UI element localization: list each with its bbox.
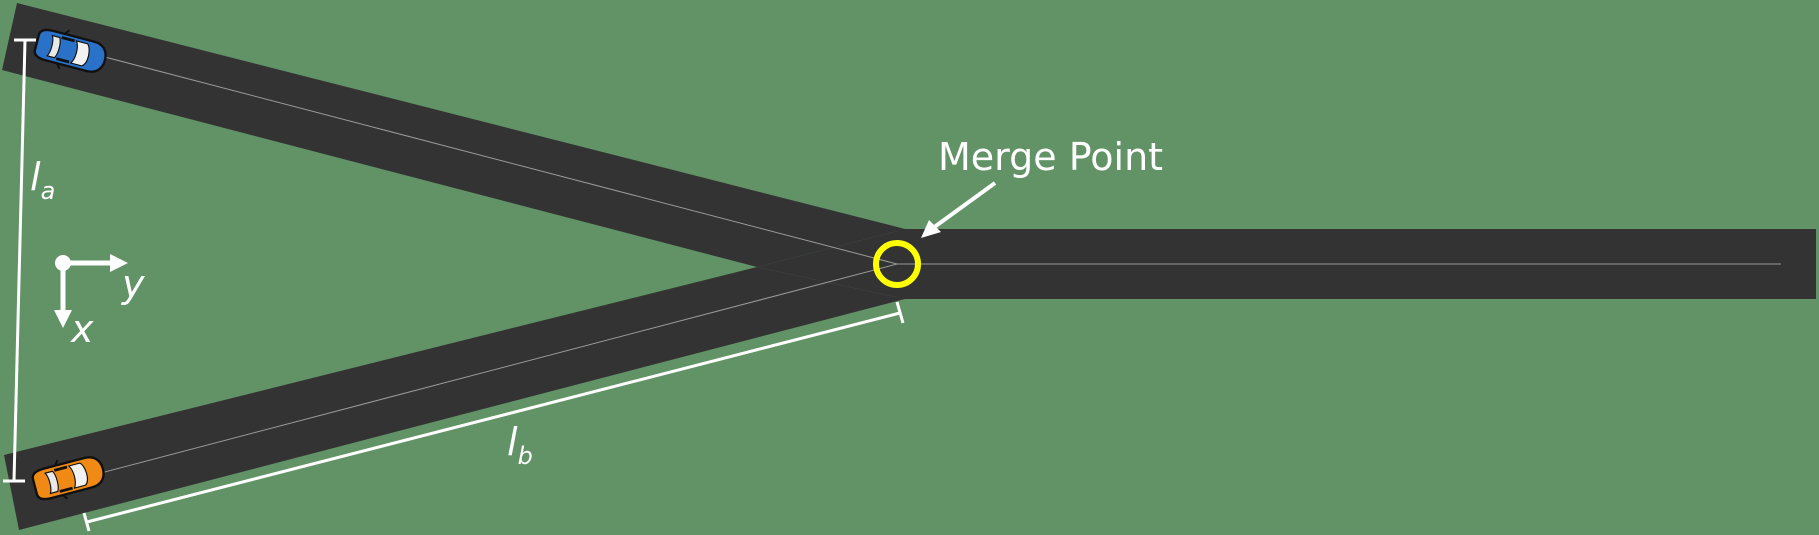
length-b-tick-start xyxy=(82,512,91,532)
length-a-label: la xyxy=(30,155,55,205)
merge-point-label: Merge Point xyxy=(938,135,1163,179)
length-b-line xyxy=(86,311,901,524)
lower-ramp-road xyxy=(4,267,905,530)
y-axis-label: y xyxy=(121,262,145,306)
upper-ramp-road xyxy=(2,3,905,267)
x-axis-label: x xyxy=(70,307,94,351)
coordinate-axes-icon: y x xyxy=(54,254,145,351)
arrow-icon xyxy=(931,181,997,230)
length-a-subscript: a xyxy=(41,177,56,205)
length-b-label: lb xyxy=(507,420,533,470)
y-axis-arrowhead xyxy=(110,254,128,272)
length-b-tick-end xyxy=(895,301,905,324)
lower-lane-line xyxy=(54,263,898,486)
length-b-subscript: b xyxy=(518,442,533,470)
merge-point-marker xyxy=(873,240,921,288)
merge-point-arrow xyxy=(921,181,997,238)
length-b-dimension xyxy=(82,301,905,532)
arrow-head xyxy=(921,220,941,238)
x-axis-arrowhead xyxy=(54,310,72,328)
length-a-symbol: l xyxy=(30,155,41,199)
merge-junction xyxy=(757,229,905,299)
lane-center-lines xyxy=(54,43,1781,486)
length-a-line xyxy=(12,39,27,482)
length-b-symbol: l xyxy=(507,420,518,464)
length-a-dimension xyxy=(3,38,36,483)
upper-lane-line xyxy=(54,43,898,265)
